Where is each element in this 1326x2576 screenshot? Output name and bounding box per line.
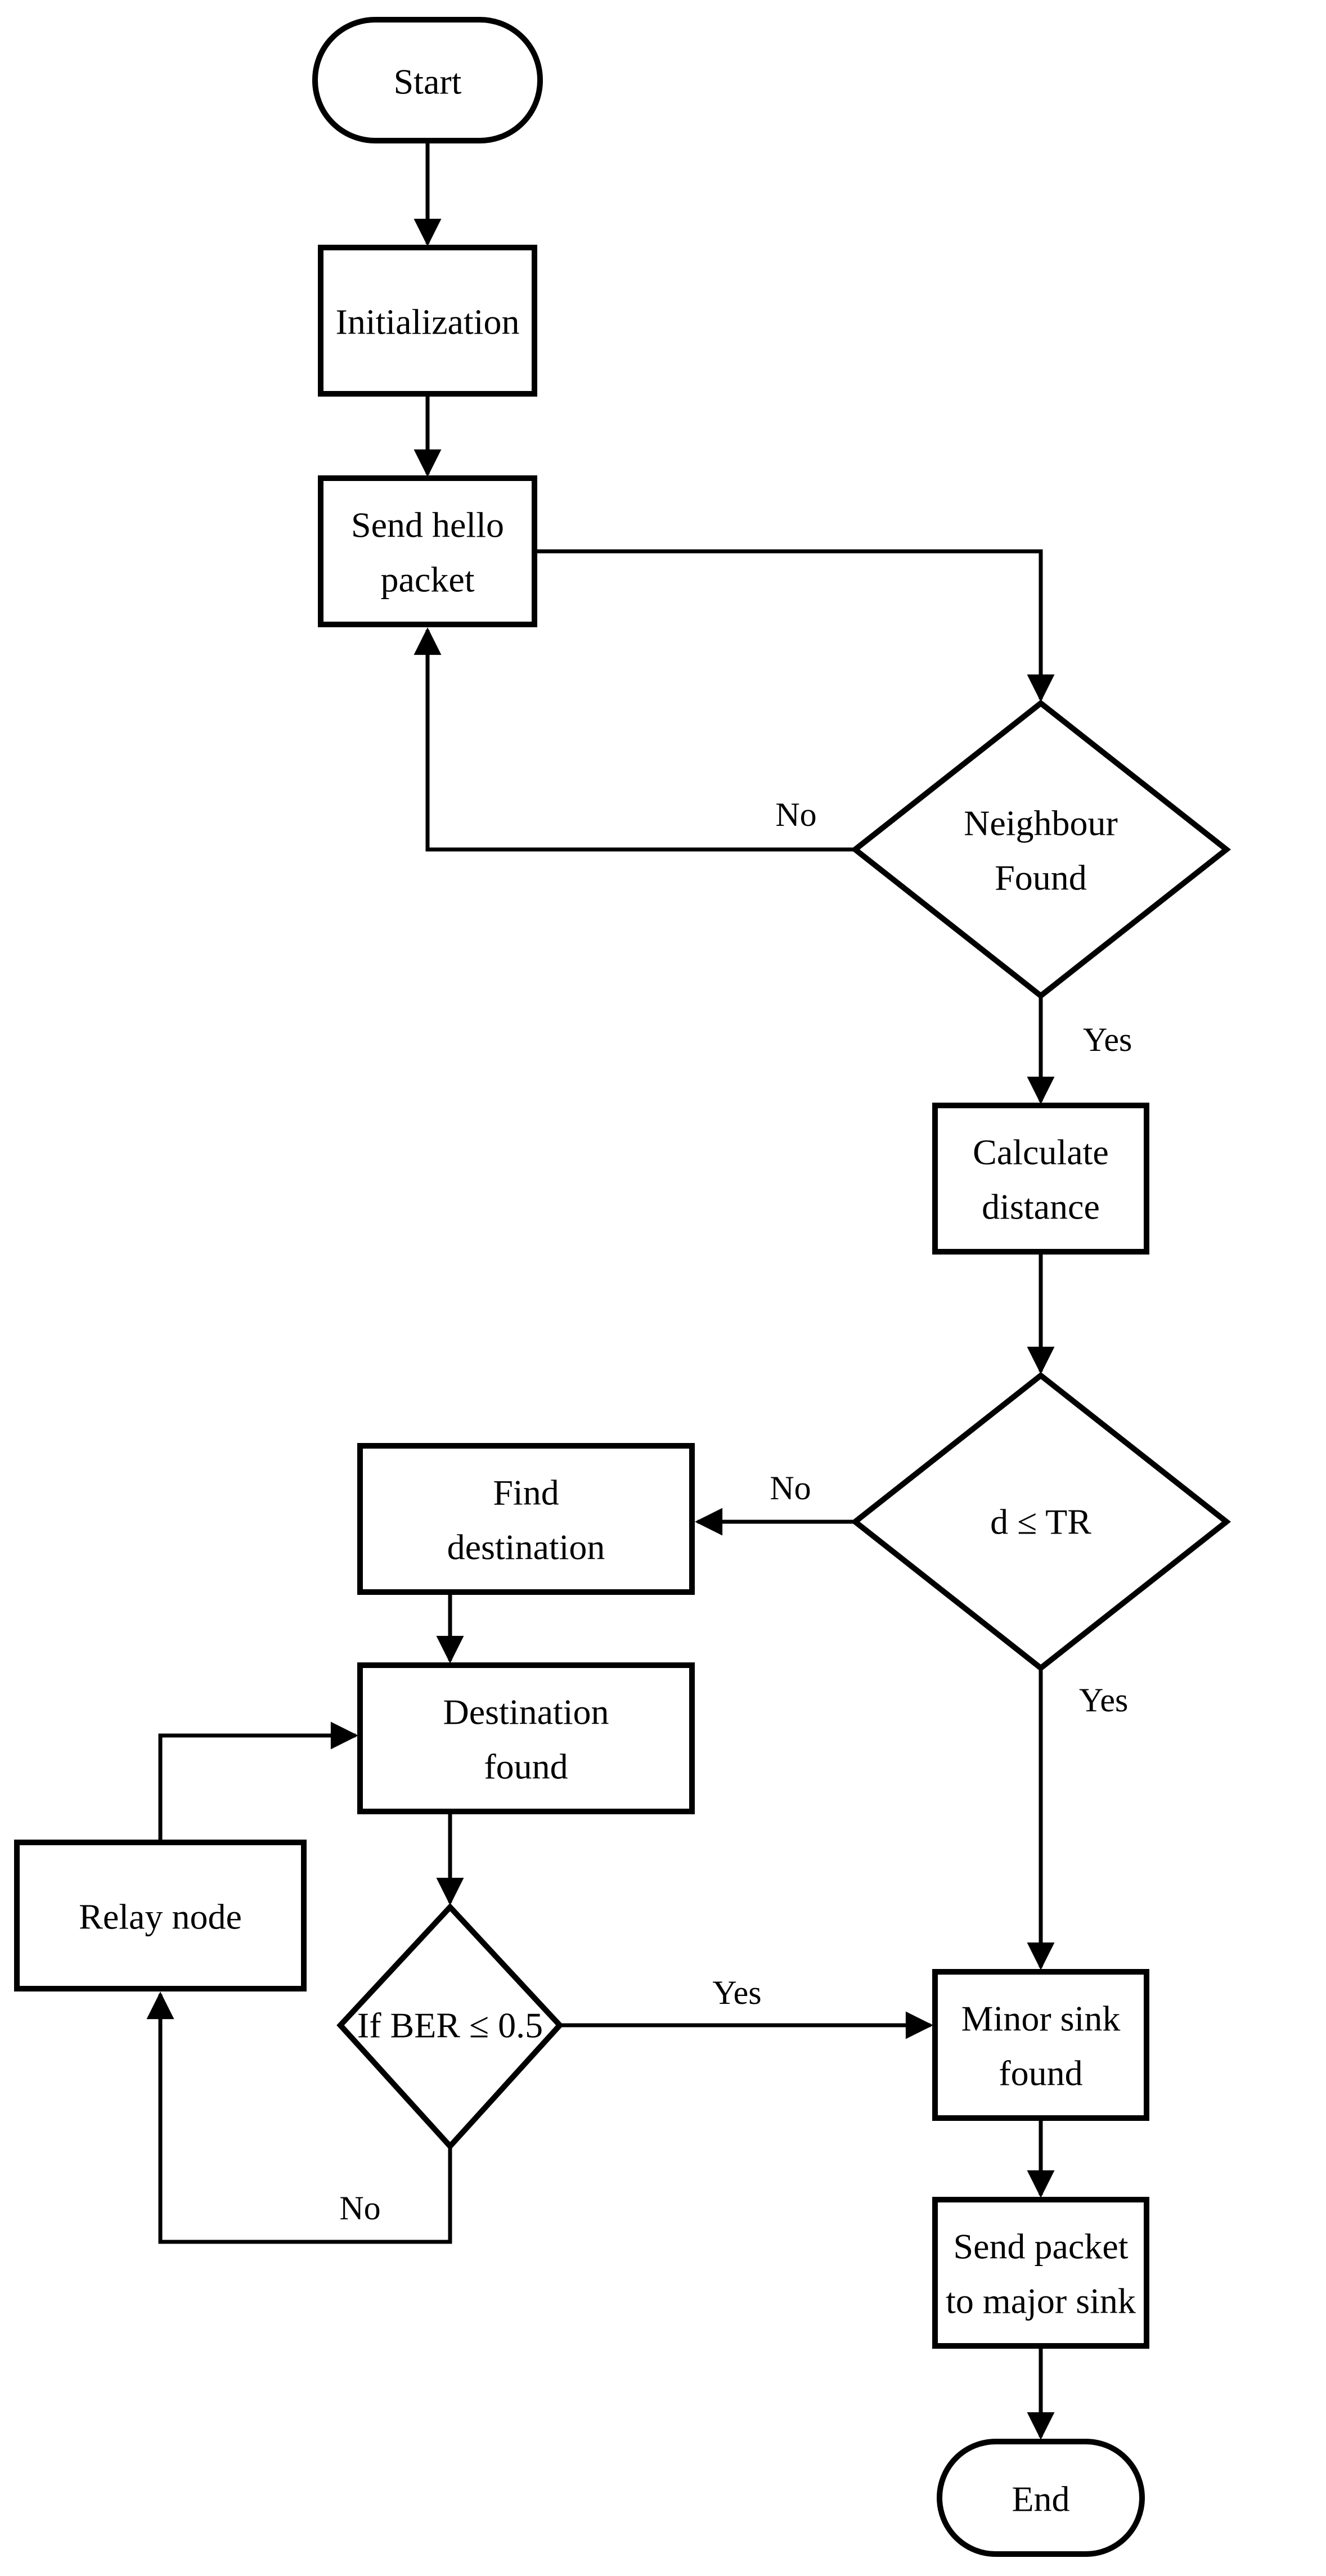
destination-found-label-line1: Destination [443, 1692, 609, 1732]
find-destination-node: Find destination [357, 1443, 695, 1595]
destination-found-shape [357, 1662, 695, 1814]
d-le-tr-decision: d ≤ TR [850, 1372, 1231, 1672]
if-ber-label: If BER ≤ 0.5 [357, 2006, 543, 2045]
label-no-neighbour-found: No [775, 796, 816, 833]
edge-relay-node-to-destination-found [158, 1721, 358, 1842]
minor-sink-found-label-line1: Minor sink [961, 1999, 1121, 2039]
calculate-distance-shape [932, 1103, 1149, 1255]
edge-send-hello-to-neighbour-found [534, 549, 1055, 702]
start-node: Start [312, 17, 543, 143]
edge-neighbour-no-to-send-hello [413, 627, 855, 852]
initialization-node: Initialization [318, 245, 537, 397]
calculate-distance-node: Calculate distance [932, 1103, 1149, 1255]
calculate-distance-label-line1: Calculate [973, 1132, 1109, 1172]
end-terminator-shape [937, 2439, 1145, 2557]
relay-node-label: Relay node [79, 1897, 242, 1937]
neighbour-found-decision: Neighbour Found [850, 699, 1231, 1000]
send-hello-packet-shape [318, 475, 537, 627]
label-no-if-ber: No [339, 2190, 380, 2227]
minor-sink-found-node: Minor sink found [932, 1969, 1149, 2121]
send-packet-to-major-sink-shape [932, 2197, 1149, 2349]
send-hello-packet-node: Send hello packet [318, 475, 537, 627]
label-yes-if-ber: Yes [712, 1974, 761, 2011]
send-hello-packet-label-line1: Send hello [351, 505, 504, 545]
destination-found-node: Destination found [357, 1662, 695, 1814]
minor-sink-found-shape [932, 1969, 1149, 2121]
relay-node: Relay node [14, 1840, 307, 1991]
find-destination-label-line1: Find [493, 1473, 559, 1513]
send-hello-packet-label-line2: packet [381, 560, 475, 600]
d-le-tr-diamond-shape [850, 1372, 1231, 1672]
initialization-label: Initialization [336, 302, 520, 342]
label-yes-d-le-tr: Yes [1079, 1682, 1128, 1719]
minor-sink-found-label-line2: found [999, 2053, 1082, 2093]
calculate-distance-label-line2: distance [982, 1187, 1100, 1227]
end-node: End [937, 2439, 1145, 2557]
initialization-shape [318, 245, 537, 397]
find-destination-shape [357, 1443, 695, 1595]
neighbour-found-label-line1: Neighbour [964, 803, 1118, 843]
relay-node-shape [14, 1840, 307, 1991]
edge-ber-no-to-relay-node [146, 1991, 452, 2244]
neighbour-found-diamond-shape [850, 699, 1231, 1000]
destination-found-label-line2: found [484, 1747, 568, 1787]
neighbour-found-label-line2: Found [995, 858, 1087, 898]
d-le-tr-label: d ≤ TR [990, 1502, 1091, 1542]
send-packet-label-line2: to major sink [946, 2281, 1136, 2321]
end-label: End [1012, 2479, 1069, 2519]
send-packet-to-major-sink-node: Send packet to major sink [932, 2197, 1149, 2349]
send-packet-label-line1: Send packet [954, 2227, 1129, 2267]
label-no-d-le-tr: No [770, 1469, 811, 1507]
if-ber-diamond-shape [336, 1903, 564, 2151]
start-label: Start [394, 62, 462, 102]
find-destination-label-line2: destination [447, 1527, 605, 1567]
start-terminator-shape [312, 17, 543, 143]
label-yes-neighbour-found: Yes [1083, 1021, 1132, 1058]
if-ber-decision: If BER ≤ 0.5 [336, 1903, 564, 2151]
